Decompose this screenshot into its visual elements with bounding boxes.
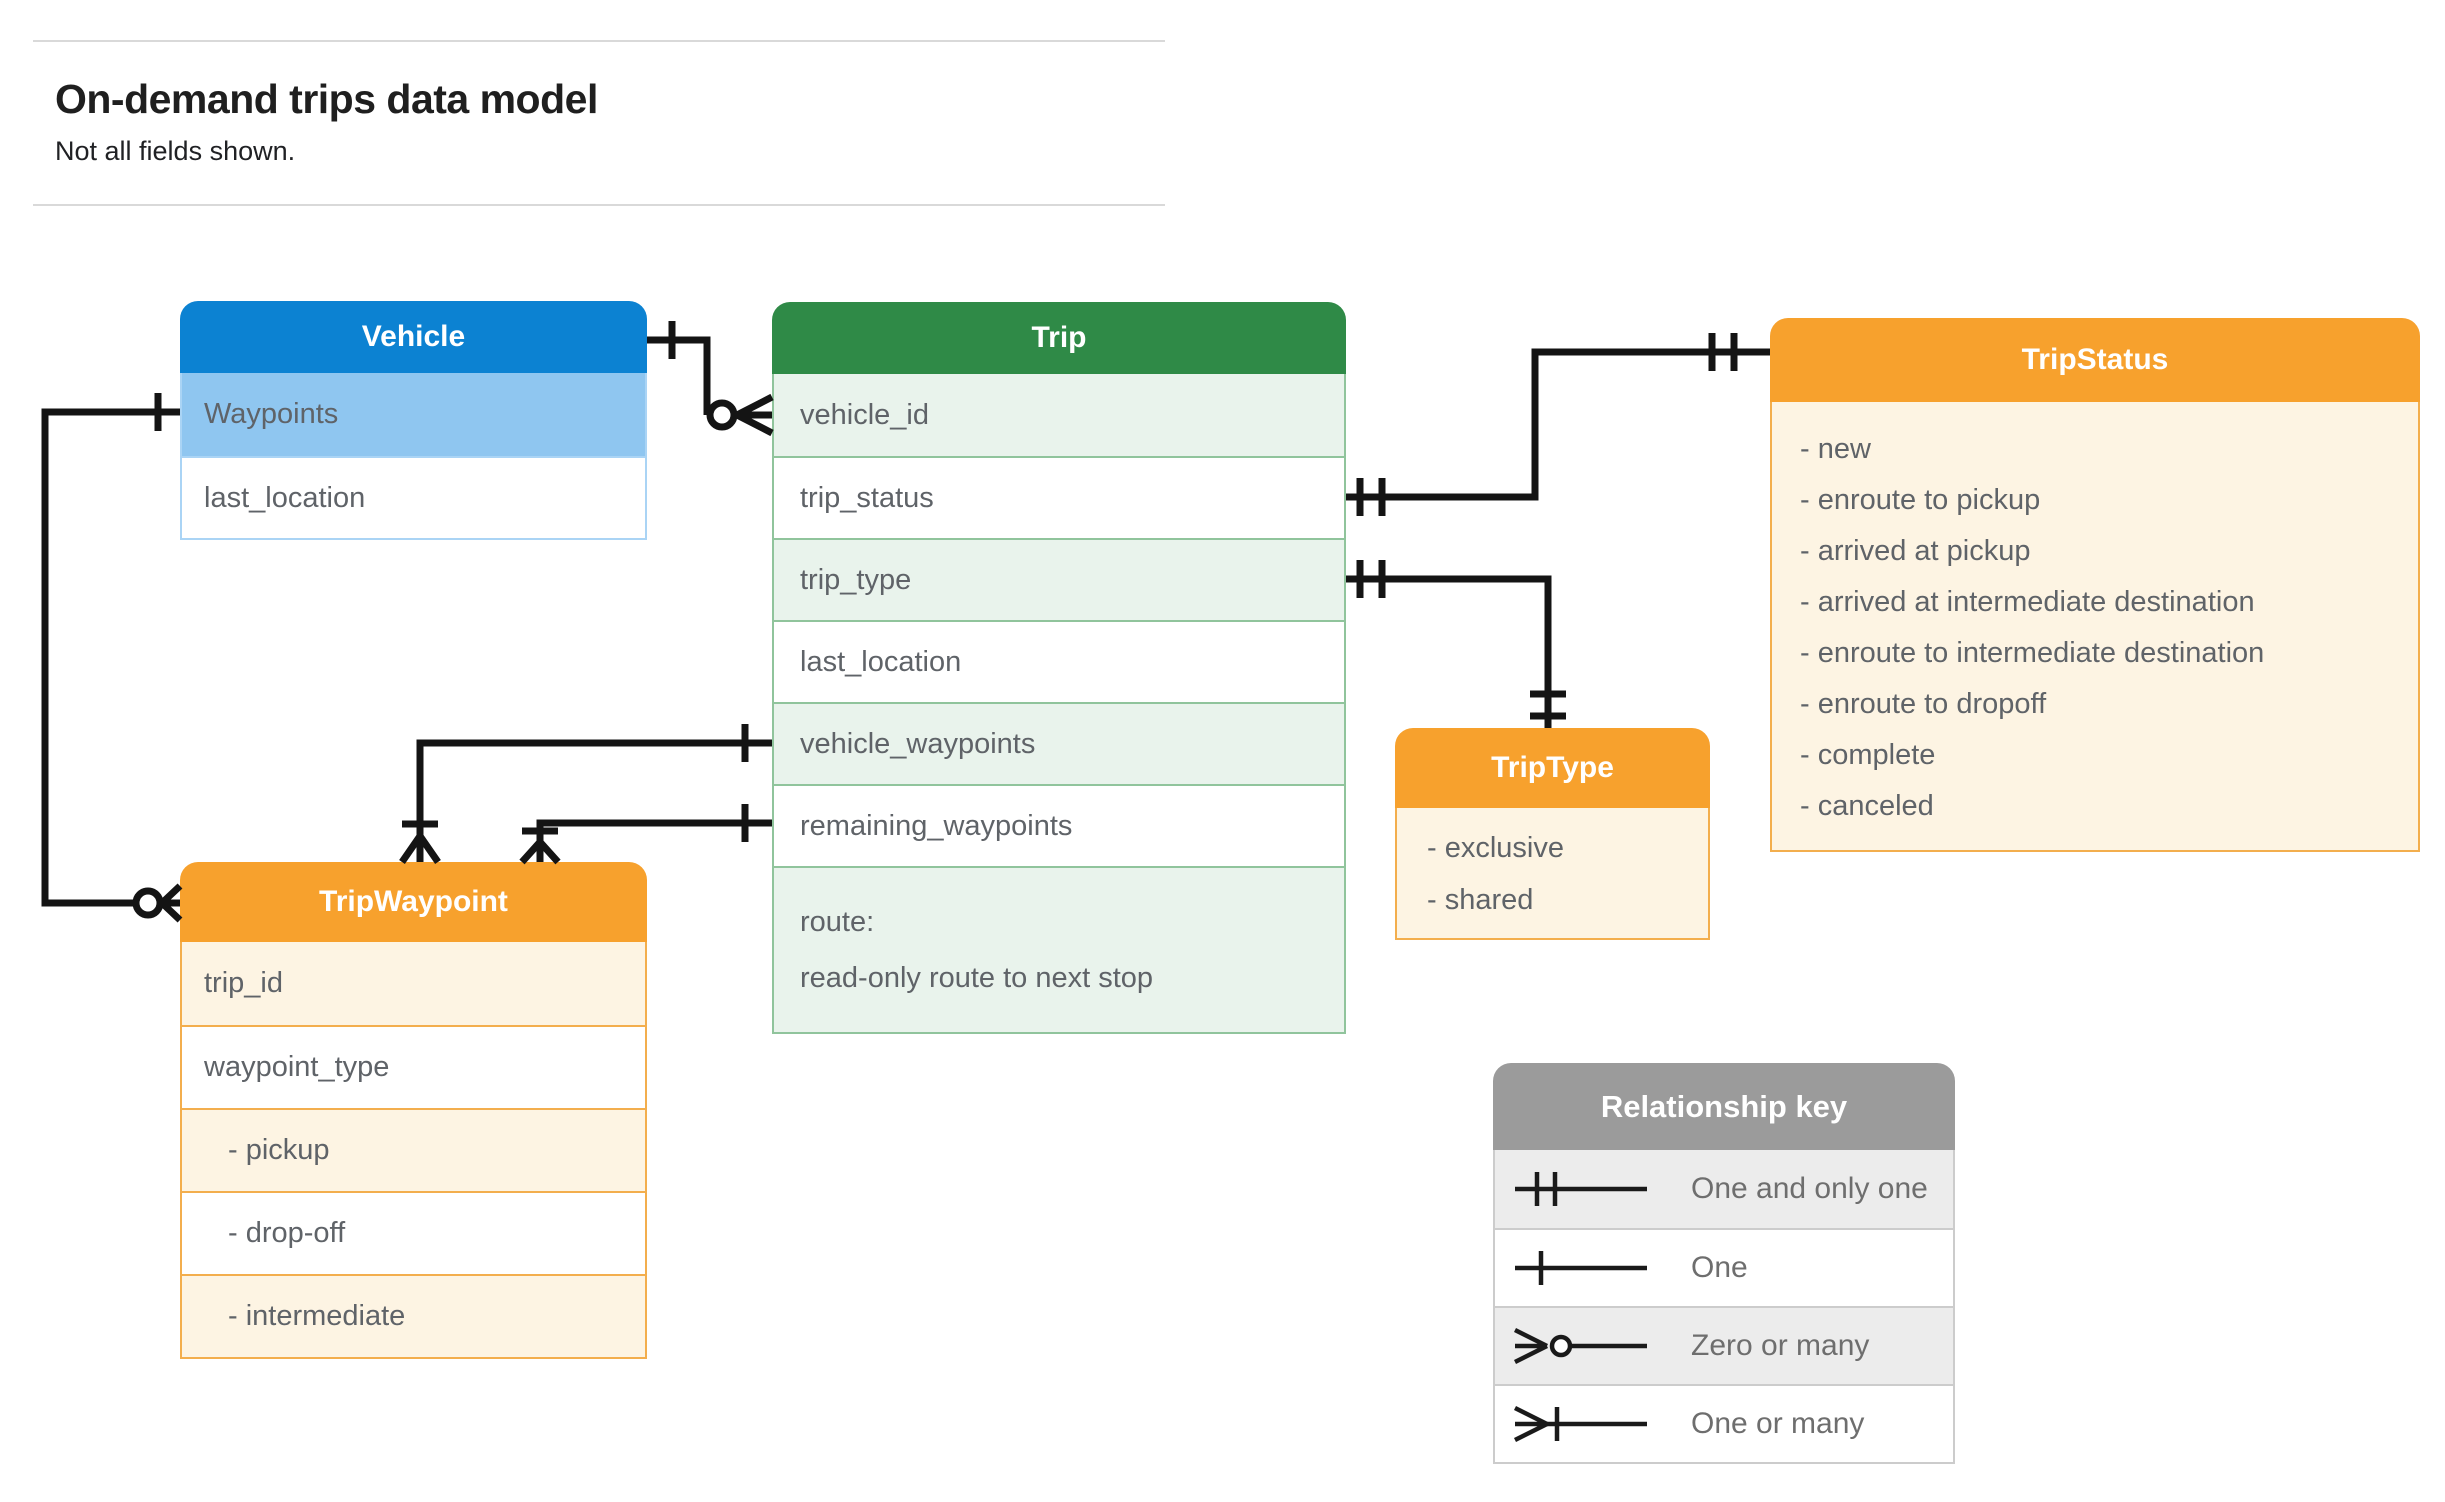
- enum-item-arrived-at-intermediate-destination: - arrived at intermediate destination: [1800, 586, 2255, 618]
- wire: [416, 739, 772, 836]
- connector-trip-vehicle-waypoints-tripwaypoint: [399, 724, 772, 864]
- entity-trip-title: Trip: [772, 302, 1346, 374]
- zero-circle-marker: [706, 399, 738, 431]
- many-crowfoot-marker: [735, 393, 774, 437]
- field-row-route-description: read-only route to next stop: [800, 962, 1154, 994]
- field-row-route: route: read-only route to next stop: [774, 866, 1344, 1032]
- field-row-last-location: last_location: [774, 620, 1344, 702]
- legend-label: Zero or many: [1691, 1329, 1870, 1362]
- many-crowfoot-marker: [399, 834, 441, 864]
- entity-triptype: TripType - exclusive - shared: [1395, 728, 1710, 940]
- one-and-only-one-marker: [1708, 333, 1738, 371]
- enum-item-shared: - shared: [1427, 884, 1534, 916]
- field-row-vehicle-id: vehicle_id: [774, 374, 1344, 456]
- entity-tripstatus-body: - new - enroute to pickup - arrived at p…: [1770, 402, 2420, 852]
- field-row-remaining-waypoints: remaining_waypoints: [774, 784, 1344, 866]
- wire: [41, 408, 180, 907]
- entity-trip: Trip vehicle_id trip_status trip_type la…: [772, 302, 1346, 1034]
- many-crowfoot-marker: [519, 839, 561, 865]
- wire: [1346, 348, 1770, 501]
- page-title: On-demand trips data model: [55, 76, 598, 122]
- title-divider: [33, 204, 1165, 206]
- entity-trip-body: vehicle_id trip_status trip_type last_lo…: [772, 374, 1346, 1034]
- field-row-route-label: route:: [800, 906, 875, 938]
- field-row-last-location: last_location: [182, 456, 645, 538]
- entity-vehicle-body: Waypoints last_location: [180, 373, 647, 540]
- entity-triptype-title: TripType: [1395, 728, 1710, 808]
- connector-trip-triptype: [1346, 560, 1566, 728]
- relationship-key-title: Relationship key: [1493, 1063, 1955, 1150]
- enum-item-complete: - complete: [1800, 739, 1936, 771]
- legend-row-one-or-many: One or many: [1495, 1384, 1953, 1462]
- relationship-key: Relationship key One and only one One Ze…: [1493, 1063, 1955, 1464]
- enum-item-enroute-to-dropoff: - enroute to dropoff: [1800, 688, 2047, 720]
- legend-row-one: One: [1495, 1228, 1953, 1306]
- entity-vehicle-title: Vehicle: [180, 301, 647, 373]
- one-and-only-one-icon: [1515, 1172, 1647, 1206]
- connector-trip-tripstatus: [1346, 333, 1770, 516]
- zero-or-many-icon: [1513, 1327, 1647, 1365]
- connector-vehicle-trip: [647, 321, 774, 437]
- entity-tripstatus-title: TripStatus: [1770, 318, 2420, 402]
- wire: [1346, 575, 1552, 728]
- entity-vehicle: Vehicle Waypoints last_location: [180, 301, 647, 540]
- page-subtitle: Not all fields shown.: [55, 136, 296, 166]
- many-crowfoot-marker: [159, 883, 183, 923]
- enum-row-intermediate: - intermediate: [182, 1274, 645, 1357]
- field-row-trip-status: trip_status: [774, 456, 1344, 538]
- connector-vehicle-tripwaypoint: [41, 393, 183, 923]
- enum-item-enroute-to-pickup: - enroute to pickup: [1800, 484, 2041, 516]
- wire: [647, 336, 711, 415]
- enum-item-exclusive: - exclusive: [1427, 832, 1564, 864]
- enum-item-arrived-at-pickup: - arrived at pickup: [1800, 535, 2031, 567]
- connector-trip-remaining-waypoints-tripwaypoint: [519, 804, 772, 865]
- enum-row-pickup: - pickup: [182, 1108, 645, 1191]
- field-row-waypoints: Waypoints: [182, 373, 645, 456]
- legend-label: One and only one: [1691, 1172, 1928, 1205]
- legend-row-one-and-only-one: One and only one: [1495, 1150, 1953, 1228]
- entity-tripstatus: TripStatus - new - enroute to pickup - a…: [1770, 318, 2420, 852]
- entity-tripwaypoint-title: TripWaypoint: [180, 862, 647, 942]
- relationship-key-body: One and only one One Zero or many One or…: [1493, 1150, 1955, 1464]
- one-and-only-one-marker: [1530, 690, 1566, 720]
- legend-label: One or many: [1691, 1407, 1865, 1440]
- wire: [536, 819, 772, 842]
- field-row-vehicle-waypoints: vehicle_waypoints: [774, 702, 1344, 784]
- one-icon: [1515, 1251, 1647, 1285]
- top-divider: [33, 40, 1165, 42]
- legend-label: One: [1691, 1251, 1748, 1284]
- entity-tripwaypoint: TripWaypoint trip_id waypoint_type - pic…: [180, 862, 647, 1359]
- legend-row-zero-or-many: Zero or many: [1495, 1306, 1953, 1384]
- enum-item-new: - new: [1800, 433, 1871, 465]
- one-and-only-one-marker: [1356, 478, 1386, 516]
- one-or-many-icon: [1513, 1405, 1647, 1443]
- zero-circle-marker: [132, 887, 164, 919]
- enum-item-canceled: - canceled: [1800, 790, 1934, 822]
- one-and-only-one-marker: [1356, 560, 1386, 598]
- entity-tripwaypoint-body: trip_id waypoint_type - pickup - drop-of…: [180, 942, 647, 1359]
- enum-row-drop-off: - drop-off: [182, 1191, 645, 1274]
- entity-triptype-body: - exclusive - shared: [1395, 808, 1710, 940]
- field-row-waypoint-type: waypoint_type: [182, 1025, 645, 1108]
- field-row-trip-type: trip_type: [774, 538, 1344, 620]
- enum-item-enroute-to-intermediate-destination: - enroute to intermediate destination: [1800, 637, 2265, 669]
- field-row-trip-id: trip_id: [182, 942, 645, 1025]
